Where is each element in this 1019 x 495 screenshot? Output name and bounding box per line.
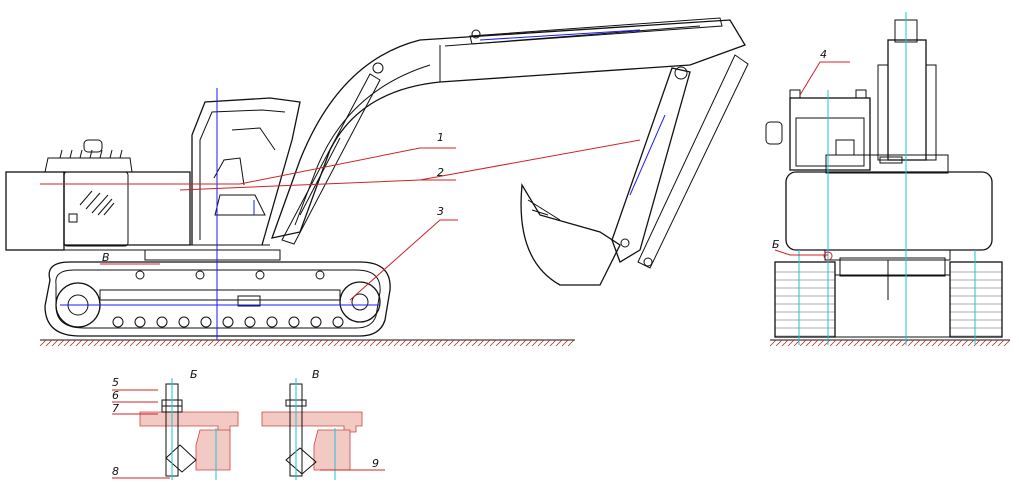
sprocket [339,281,381,323]
track-roller [156,316,168,328]
bucket [520,182,653,286]
labels: 1 2 3 4 5 6 7 8 9 В Б Б В [102,48,827,478]
mirror-icon [765,121,783,145]
view-label-v-side: В [102,251,110,264]
leader-1 [40,147,456,185]
upper-body [785,171,993,251]
leader-2b [419,139,641,181]
detail-marker-b [823,251,833,261]
track-roller [222,316,234,328]
track-roller [288,316,300,328]
callout-4: 4 [820,48,827,61]
grille-icon [79,190,115,216]
track-roller [200,316,212,328]
ground-line [39,339,575,347]
view-label-v-detail: В [312,368,320,381]
cab [191,97,301,246]
side-view [5,17,749,347]
callout-5: 5 [112,376,119,389]
carrier-roller [315,270,325,280]
leader-b [774,249,828,256]
boom-front [877,19,937,164]
front-view [765,12,1011,347]
track-roller [244,316,256,328]
track-roller [178,316,190,328]
callout-3: 3 [437,205,444,218]
boom [270,19,746,239]
track-roller [134,316,146,328]
carrier-roller [255,270,265,280]
leader-3 [349,219,458,301]
detail-v [261,378,363,480]
track-roller [266,316,278,328]
leader-4 [799,61,850,96]
track-links [775,271,1002,337]
callout-6: 6 [112,389,119,402]
undercarriage [44,249,391,337]
track-rollers [112,270,344,328]
carrier-roller [135,270,145,280]
callout-2: 2 [437,166,444,179]
callout-1: 1 [437,131,444,144]
arm [611,54,749,269]
leaders [40,61,850,479]
view-label-b-front: Б [772,238,780,251]
callout-7: 7 [112,402,119,415]
track-roller [112,316,124,328]
callout-9: 9 [372,457,379,470]
track-roller [310,316,322,328]
callout-8: 8 [112,465,119,478]
arm-cylinder [469,17,723,45]
view-label-b-detail: Б [190,368,198,381]
carrier-roller [195,270,205,280]
track-roller [332,316,344,328]
detail-b [139,378,239,480]
cab-front [789,97,871,171]
boom-cylinder [281,73,381,245]
